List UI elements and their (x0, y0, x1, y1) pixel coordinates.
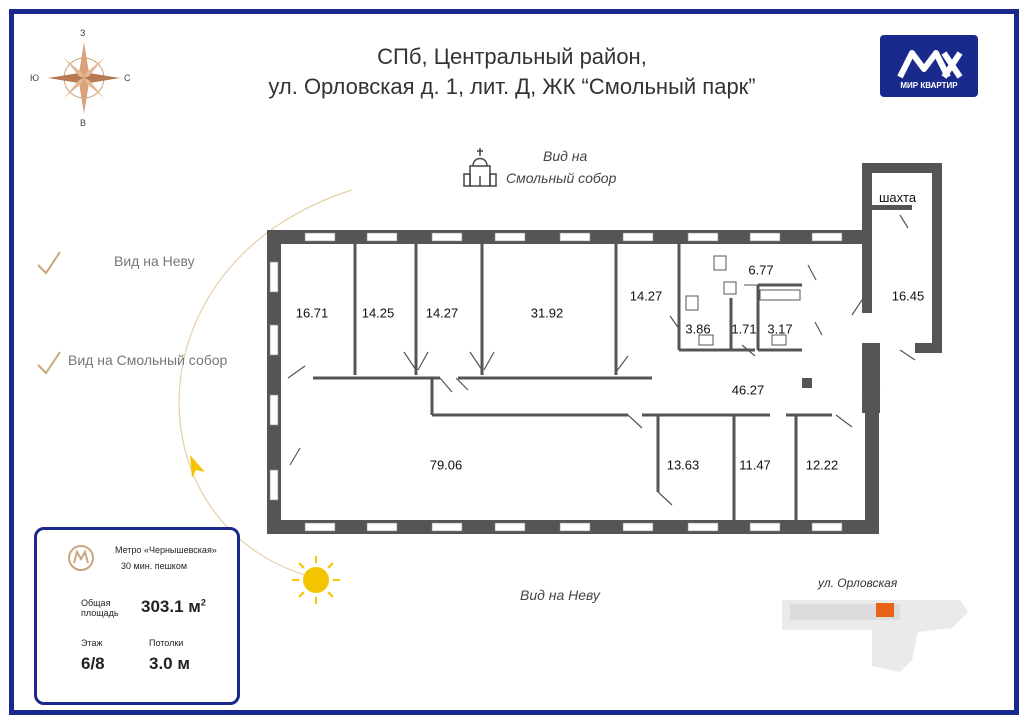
compass-east: С (124, 73, 131, 83)
area-label-2: площадь (81, 608, 119, 618)
page-frame (9, 9, 1019, 715)
metro-station: Метро «Чернышевская» (115, 545, 217, 555)
room-area-1: 16.71 (295, 305, 329, 321)
floor-label: Этаж (81, 638, 103, 648)
floor-value: 6/8 (81, 654, 105, 673)
shaft-label: шахта (879, 190, 917, 205)
address-line-1: СПб, Центральный район, (377, 44, 647, 69)
ceiling-value: 3.0 м (149, 654, 190, 673)
metro-walk-time: 30 мин. пешком (121, 561, 188, 571)
room-area-10: 16.45 (891, 288, 925, 304)
room-area-4: 31.92 (530, 305, 564, 321)
room-area-13: 13.63 (666, 457, 700, 473)
left-view-cathedral: Вид на Смольный собор (68, 352, 228, 368)
check-icon (37, 251, 61, 275)
church-icon (463, 148, 497, 187)
left-view-neva: Вид на Неву (114, 253, 195, 269)
brand-logo-text: МИР КВАРТИР (900, 81, 958, 90)
compass-north: З (80, 28, 86, 38)
sun-direction-arrow-icon (190, 455, 205, 478)
compass-west: Ю (30, 73, 40, 83)
area-label-1: Общая (81, 598, 111, 608)
room-area-12: 79.06 (429, 457, 463, 473)
room-area-5: 14.27 (629, 288, 663, 304)
metro-icon (68, 545, 94, 571)
address-line-2: ул. Орловская д. 1, лит. Д, ЖК “Смольный… (268, 74, 756, 99)
ceiling-label: Потолки (149, 638, 184, 648)
compass-south: В (80, 118, 87, 128)
room-area-15: 12.22 (805, 457, 839, 473)
room-area-14: 11.47 (739, 457, 771, 473)
view-bottom: Вид на Неву (520, 587, 600, 603)
room-area-2: 14.25 (361, 305, 395, 321)
room-area-3: 14.27 (425, 305, 459, 321)
brand-logo: МИР КВАРТИР (880, 35, 978, 97)
view-top-line1: Вид на (543, 148, 588, 164)
room-area-9: 3.17 (767, 321, 793, 337)
minimap-street-label: ул. Орловская (818, 576, 898, 590)
apartment-location-marker (876, 603, 894, 617)
room-area-8: 1.71 (731, 321, 757, 337)
room-area-6: 6.77 (748, 262, 774, 278)
total-area-value: 303.1 м2 (141, 597, 206, 616)
room-area-7: 3.86 (685, 321, 711, 337)
check-icon (37, 351, 61, 375)
info-card: Метро «Чернышевская» 30 мин. пешком Обща… (34, 527, 240, 705)
sun-icon (292, 556, 340, 604)
room-area-11: 46.27 (731, 382, 765, 398)
location-minimap (782, 600, 968, 672)
compass-rose-icon (48, 42, 120, 114)
view-top-line2: Смольный собор (506, 170, 617, 186)
